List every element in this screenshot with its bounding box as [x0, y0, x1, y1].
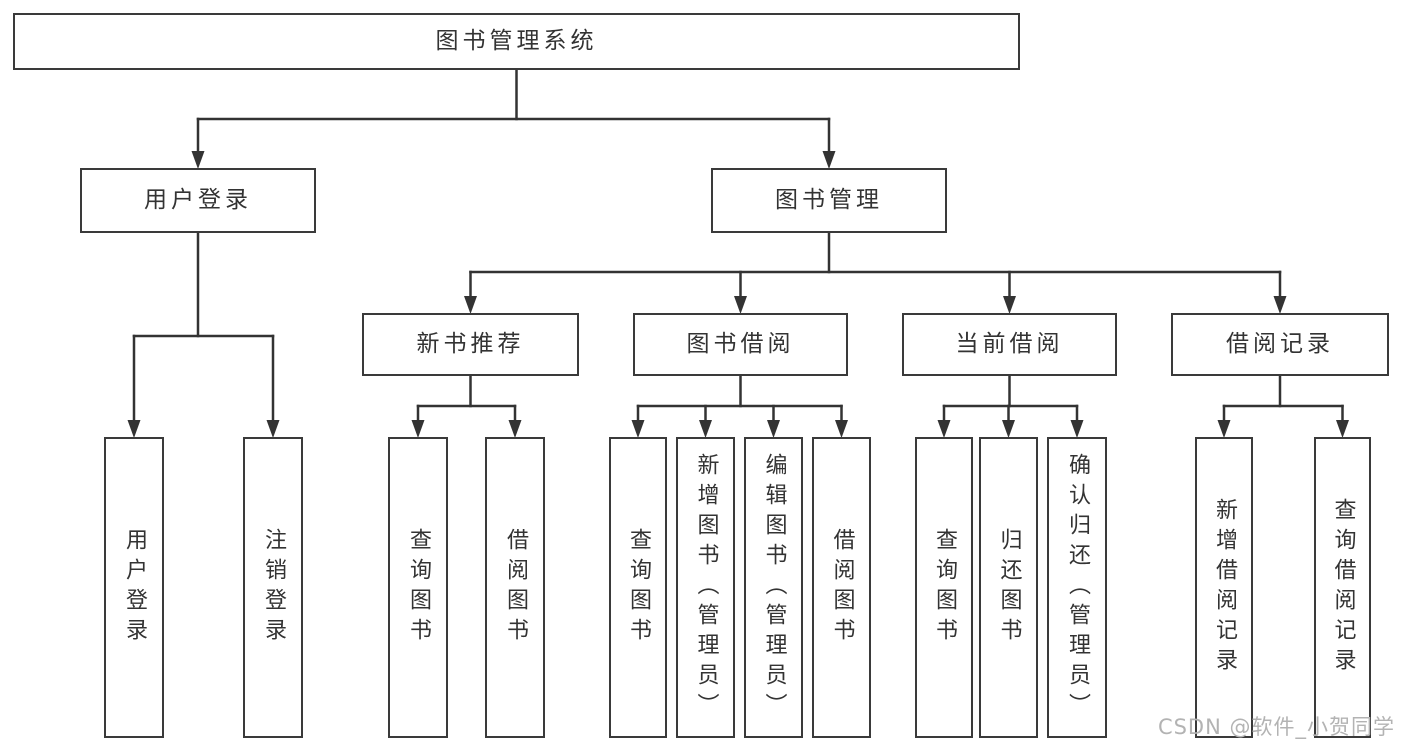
node-leaf-login: 用户登录	[104, 437, 164, 738]
arrowhead-icon	[127, 420, 141, 438]
arrowhead-icon	[699, 420, 712, 438]
node-leaf-bb-query: 查询图书	[609, 437, 667, 738]
node-leaf-cb-query: 查询图书	[915, 437, 973, 738]
node-leaf-nbr-query: 查询图书	[388, 437, 448, 738]
watermark-text: CSDN @软件_小贺同学	[1157, 715, 1395, 739]
node-current-borrow: 当前借阅	[902, 313, 1117, 376]
arrowhead-icon	[734, 296, 747, 314]
arrowhead-icon	[1273, 296, 1287, 314]
node-label-leaf-nbr-borrow: 借阅图书	[503, 527, 528, 648]
node-leaf-bb-edit: 编辑图书（管理员）	[744, 437, 803, 738]
node-leaf-logout: 注销登录	[243, 437, 303, 738]
node-new-book-rec: 新书推荐	[362, 313, 579, 376]
arrowhead-icon	[1002, 420, 1015, 438]
arrowhead-icon	[937, 420, 951, 438]
arrowhead-icon	[767, 420, 780, 438]
node-label-current-borrow: 当前借阅	[955, 331, 1064, 357]
arrowhead-icon	[411, 420, 425, 438]
arrowhead-icon	[464, 296, 477, 314]
node-label-root: 图书管理系统	[435, 28, 598, 54]
node-label-leaf-bb-query: 查询图书	[626, 527, 651, 648]
node-label-new-book-rec: 新书推荐	[416, 331, 525, 357]
node-label-leaf-bb-edit: 编辑图书（管理员）	[761, 452, 787, 723]
node-label-leaf-cb-return: 归还图书	[996, 527, 1022, 648]
arrowhead-icon	[822, 151, 836, 169]
node-leaf-cb-return: 归还图书	[979, 437, 1038, 738]
node-label-leaf-cb-query: 查询图书	[932, 527, 957, 648]
node-leaf-nbr-borrow: 借阅图书	[485, 437, 545, 738]
node-label-leaf-bb-add: 新增图书（管理员）	[693, 452, 719, 723]
node-label-borrow-records: 借阅记录	[1226, 331, 1334, 357]
node-borrow-records: 借阅记录	[1171, 313, 1389, 376]
node-label-leaf-logout: 注销登录	[261, 527, 286, 648]
node-label-leaf-nbr-query: 查询图书	[406, 527, 431, 648]
arrowhead-icon	[1217, 420, 1231, 438]
arrowhead-icon	[508, 420, 522, 438]
arrowhead-icon	[1003, 296, 1016, 314]
node-leaf-bb-add: 新增图书（管理员）	[676, 437, 735, 738]
node-leaf-br-add: 新增借阅记录	[1195, 437, 1253, 738]
arrowhead-icon	[266, 420, 280, 438]
node-leaf-cb-confirm: 确认归还（管理员）	[1047, 437, 1107, 738]
arrowhead-icon	[835, 420, 848, 438]
node-root: 图书管理系统	[13, 13, 1020, 70]
node-label-leaf-bb-borrow: 借阅图书	[829, 527, 855, 648]
arrowhead-icon	[191, 151, 205, 169]
node-label-leaf-br-query: 查询借阅记录	[1330, 497, 1356, 678]
node-label-book-borrow: 图书借阅	[686, 331, 795, 357]
node-label-leaf-cb-confirm: 确认归还（管理员）	[1065, 452, 1090, 723]
arrowhead-icon	[1070, 420, 1084, 438]
node-label-book-mgmt: 图书管理	[775, 187, 883, 213]
node-label-user-login: 用户登录	[144, 187, 252, 213]
node-leaf-bb-borrow: 借阅图书	[812, 437, 871, 738]
arrowhead-icon	[631, 420, 645, 438]
node-book-mgmt: 图书管理	[711, 168, 947, 233]
arrowhead-icon	[1336, 420, 1349, 438]
node-label-leaf-login: 用户登录	[122, 527, 147, 648]
node-label-leaf-br-add: 新增借阅记录	[1212, 497, 1237, 678]
node-user-login: 用户登录	[80, 168, 316, 233]
node-book-borrow: 图书借阅	[633, 313, 848, 376]
node-leaf-br-query: 查询借阅记录	[1314, 437, 1371, 738]
